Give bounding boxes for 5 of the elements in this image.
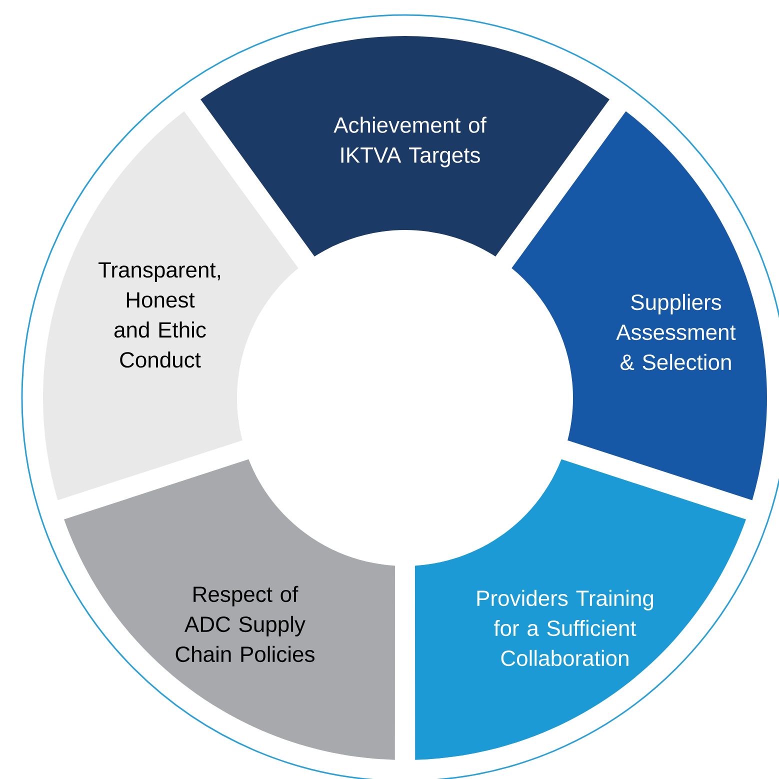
ring-segment: Respect of ADC Supply Chain Policies (64, 459, 396, 760)
ring-segment: Transparent, Honest and Ethic Conduct (43, 111, 298, 500)
ring-segment: Achievement of IKTVA Targets (200, 36, 610, 256)
ring-segment: Suppliers Assessment & Selection (512, 111, 767, 500)
ring-segment: Providers Training for a Sufficient Collaboration (414, 459, 746, 760)
